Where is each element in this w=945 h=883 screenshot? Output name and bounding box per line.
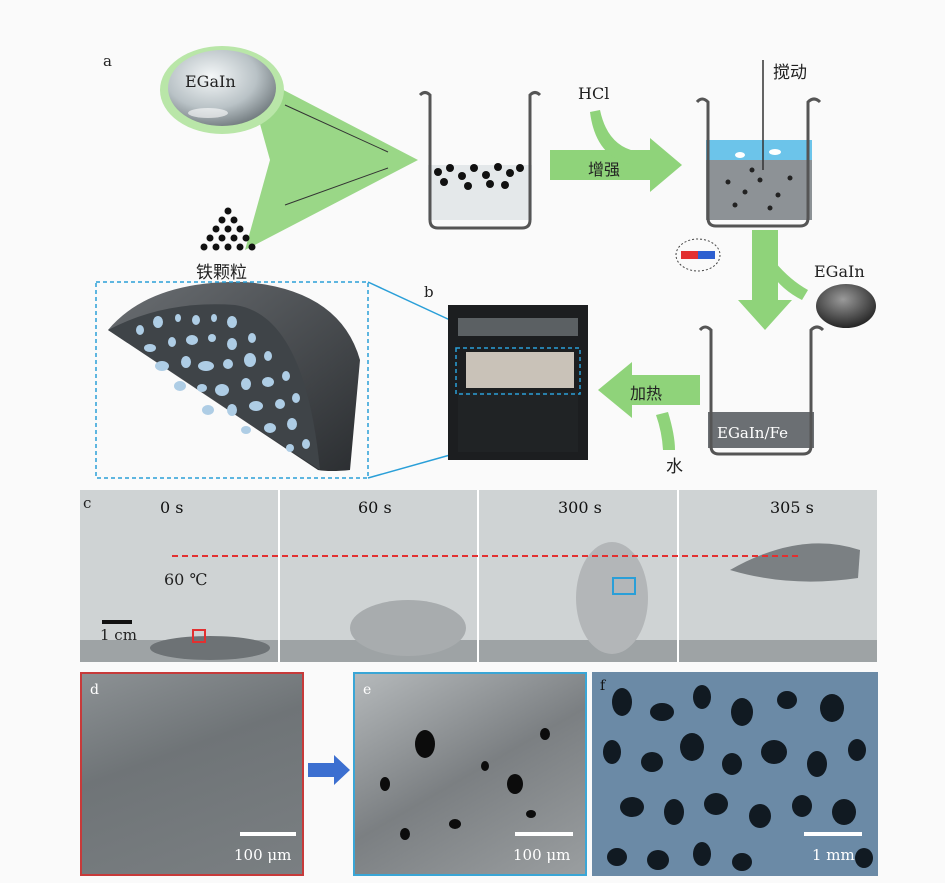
beaker-2: [695, 60, 822, 228]
schematic-diagram: [95, 46, 876, 479]
scale-bar-f: [804, 832, 862, 836]
beaker-bottom-label: EGaIn/Fe: [717, 424, 788, 442]
pores: [380, 728, 550, 840]
merge-arrow: [245, 70, 418, 250]
time-0s: 0 s: [160, 498, 184, 517]
panel-e-sem: e 100 μm: [353, 672, 587, 876]
time-lapse-photos: [80, 490, 877, 662]
panel-label-a: a: [103, 52, 112, 70]
enhance-arrow: [550, 138, 682, 192]
time-60s: 60 s: [358, 498, 392, 517]
scale-label-f: 1 mm: [812, 846, 855, 864]
enhance-label: 增强: [588, 160, 621, 179]
scale-label-d: 100 μm: [234, 846, 292, 864]
panel-label-c: c: [83, 494, 92, 512]
heat-arrow: [598, 362, 700, 418]
egain-sphere-label: EGaIn: [814, 262, 865, 281]
magnet-icon: [675, 238, 721, 272]
temperature-label: 60 ℃: [164, 570, 208, 589]
scale-bar-label: 1 cm: [100, 626, 137, 644]
iron-particles: [200, 207, 256, 251]
egain-droplet: [168, 50, 276, 126]
scale-bar-d: [240, 832, 296, 836]
panel-b-photo: [448, 305, 588, 460]
egain-sphere: [816, 284, 876, 328]
foam-structure: [592, 672, 878, 876]
iron-particles-label: 铁颗粒: [196, 263, 247, 283]
water-label: 水: [666, 457, 683, 477]
scale-bar-e: [515, 832, 573, 836]
panel-label-d: d: [90, 682, 99, 698]
panel-label-e: e: [363, 682, 372, 698]
panel-d-sem: d 100 μm: [80, 672, 304, 876]
panel-label-b: b: [424, 283, 434, 301]
panel-label-f: f: [600, 678, 606, 694]
porous-half-dome: [108, 281, 360, 471]
zoom-box: [95, 281, 369, 479]
heat-label: 加热: [630, 384, 663, 403]
egain-droplet-label: EGaIn: [185, 72, 236, 91]
stir-label: 搅动: [773, 63, 807, 83]
d-to-e-arrow: [308, 755, 350, 785]
time-300s: 300 s: [558, 498, 602, 517]
scale-label-e: 100 μm: [513, 846, 571, 864]
time-305s: 305 s: [770, 498, 814, 517]
down-arrow: [738, 230, 792, 330]
beaker-3: [698, 325, 825, 456]
panel-f-sem: f 1 mm: [592, 672, 878, 876]
panel-c-photo-strip: c 0 s 60 s 300 s 305 s 60 ℃ 1 cm: [80, 490, 877, 662]
beaker-1: [418, 91, 542, 230]
hcl-label: HCl: [578, 84, 610, 103]
